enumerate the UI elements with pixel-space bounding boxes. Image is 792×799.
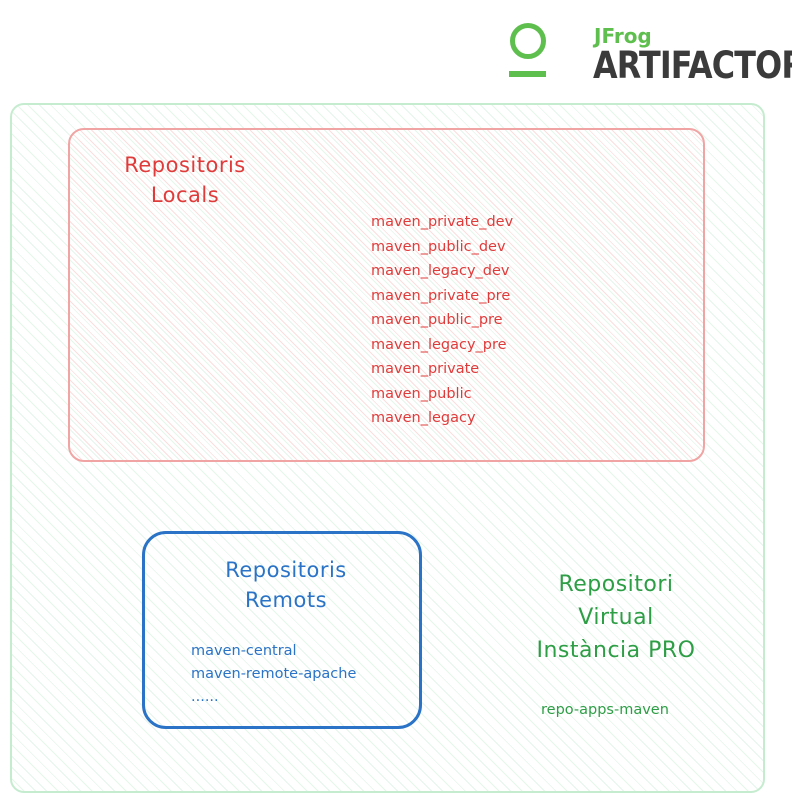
remote-repos-list: maven-central maven-remote-apache ...... [191,640,356,709]
local-repo-item: maven_public [371,385,472,402]
virtual-repo-name: repo-apps-maven [541,702,669,718]
local-repos-list: maven_private_dev maven_public_dev maven… [371,210,513,431]
local-title-line: Locals [150,183,220,207]
local-repos-box [68,128,705,462]
local-repos-title: Repositoris Locals [96,150,274,210]
local-repo-item: maven_private [371,361,480,377]
remote-title-line: Repositoris [225,558,347,582]
local-repo-item: maven_private_pre [371,287,511,304]
logo-artifactory-text: ARTIFACTORY [593,44,792,87]
logo-ring-icon [510,23,546,59]
local-repo-item: maven_legacy [371,410,476,426]
remote-title-line: Remots [244,588,328,612]
virtual-title-line: Virtual [578,605,654,630]
local-title-line: Repositoris [124,153,246,177]
logo-bar-icon [509,71,546,77]
virtual-repo-title: Repositori Virtual Instància PRO [500,568,732,667]
remote-repo-item: maven-central [191,643,297,659]
local-repo-item: maven_legacy_pre [371,336,507,353]
logo-jfrog-text: JFrog [594,24,652,48]
local-repo-item: maven_private_dev [371,214,514,230]
local-repo-item: maven_public_pre [371,312,503,328]
remote-repo-item: ...... [191,689,219,705]
remote-repo-item: maven-remote-apache [191,666,357,682]
local-repo-item: maven_legacy_dev [371,263,510,279]
virtual-title-line: Instància PRO [536,638,696,663]
remote-repos-box [142,531,422,729]
virtual-title-line: Repositori [558,572,674,597]
local-repo-item: maven_public_dev [371,238,506,255]
remote-repos-title: Repositoris Remots [182,555,390,615]
